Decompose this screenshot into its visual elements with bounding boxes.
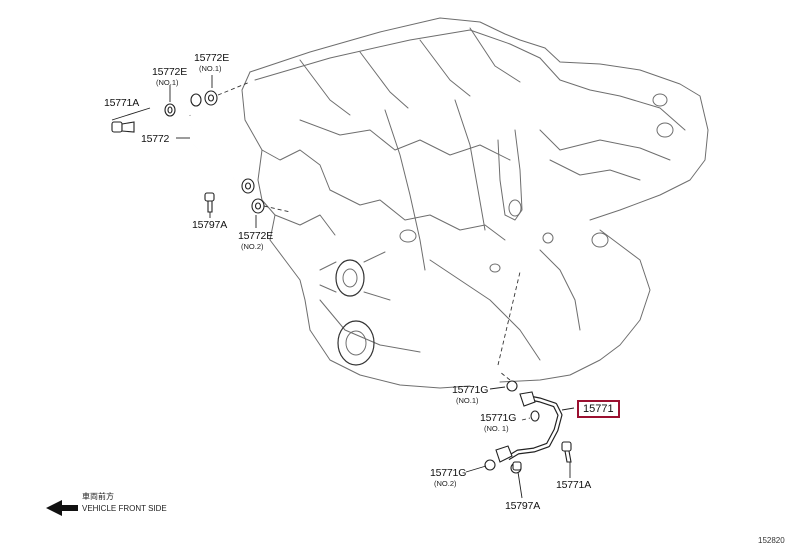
label-no1-g-b: (NO. 1) [484, 424, 509, 433]
label-15771g-b: 15771G [480, 412, 517, 424]
label-no2-left: (NO.2) [241, 242, 264, 251]
label-15771a-right: 15771A [556, 479, 592, 491]
pipe-15772-assembly [111, 75, 291, 228]
figure-number: 152820 [758, 536, 785, 545]
label-no1-left: (NO.1) [156, 78, 179, 87]
label-15771g-c: 15771G [430, 467, 467, 479]
direction-label-en: VEHICLE FRONT SIDE [82, 504, 167, 513]
engine-outline [241, 17, 709, 389]
direction-label-jp: 車両前方 [82, 492, 114, 501]
label-15772e-no2: 15772E [238, 230, 274, 242]
pipe-15771-assembly [465, 271, 575, 499]
label-15772e-no1-left: 15772E [152, 66, 188, 78]
label-15771g-a: 15771G [452, 384, 489, 396]
label-no1-g-a: (NO.1) [456, 396, 479, 405]
label-15797a-left: 15797A [192, 219, 228, 231]
label-15797a-right: 15797A [505, 500, 541, 512]
label-no1-top: (NO.1) [199, 64, 222, 73]
label-15772: 15772 [141, 133, 170, 145]
label-15771a-left: 15771A [104, 97, 140, 109]
label-15772e-no1-top: 15772E [194, 52, 230, 64]
label-no2-g-c: (NO.2) [434, 479, 457, 488]
label-15771-highlight: 15771 [577, 400, 620, 418]
vehicle-front-arrow-icon [46, 500, 78, 516]
